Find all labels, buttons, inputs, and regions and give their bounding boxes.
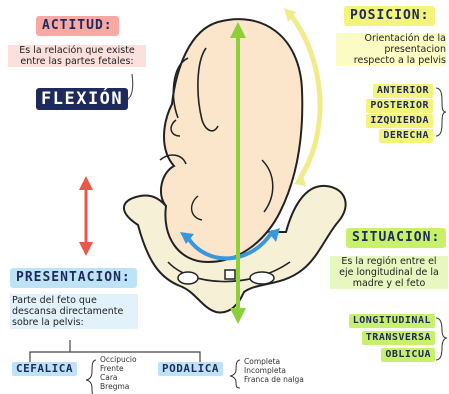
posicion-description-line: presentacion — [336, 44, 446, 55]
situacion-description-line: madre y el feto — [330, 278, 448, 289]
posicion-option-derecha: DERECHA — [379, 129, 433, 143]
situacion-title: SITUACION: — [346, 228, 446, 248]
actitud-description: Es la relación que existe entre las part… — [8, 45, 146, 67]
posicion-option-posterior: POSTERIOR — [366, 99, 433, 113]
posicion-description-line: Orientación de la — [336, 33, 446, 44]
podalica-label: PODALICA — [158, 362, 223, 376]
posicion-description: Orientación de la presentacion respecto … — [336, 33, 446, 66]
actitud-title: ACTITUD: — [36, 16, 119, 36]
fetus — [161, 19, 302, 262]
actitud-description-line: entre las partes fetales: — [8, 56, 146, 67]
presentacion-description-line: sobre la pelvis: — [12, 317, 136, 328]
presentacion-description-line: descansa directamente — [12, 306, 136, 317]
presentacion-title: PRESENTACION: — [10, 268, 137, 288]
actitud-description-line: Es la relación que existe — [8, 45, 146, 56]
cefalica-item-bregma: Bregma — [100, 382, 129, 391]
cefalica-label: CEFALICA — [12, 362, 77, 376]
situacion-description-line: eje longitudinal de la — [330, 267, 448, 278]
podalica-item-franca: Franca de nalga — [244, 375, 304, 384]
presentacion-description: Parte del feto que descansa directamente… — [10, 294, 138, 329]
situacion-option-longitudinal: LONGITUDINAL — [349, 314, 435, 328]
cefalica-item-occipucio: Occipucio — [100, 355, 137, 364]
cefalica-item-cara: Cara — [100, 373, 118, 382]
situacion-description-line: Es la región entre el — [330, 256, 448, 267]
posicion-title: POSICION: — [344, 6, 435, 26]
situacion-description: Es la región entre el eje longitudinal d… — [330, 256, 448, 289]
podalica-item-incompleta: Incompleta — [244, 366, 286, 375]
posicion-description-line: respecto a la pelvis — [336, 55, 446, 66]
situacion-option-oblicua: OBLICUA — [381, 348, 435, 362]
presentacion-description-line: Parte del feto que — [12, 295, 136, 306]
posicion-option-izquierda: IZQUIERDA — [366, 114, 433, 128]
podalica-item-completa: Completa — [244, 357, 280, 366]
flexion-label: FLEXIÓN — [36, 88, 128, 110]
situacion-option-transversa: TRANSVERSA — [362, 331, 435, 345]
cefalica-item-frente: Frente — [100, 364, 124, 373]
posicion-option-anterior: ANTERIOR — [373, 84, 433, 98]
